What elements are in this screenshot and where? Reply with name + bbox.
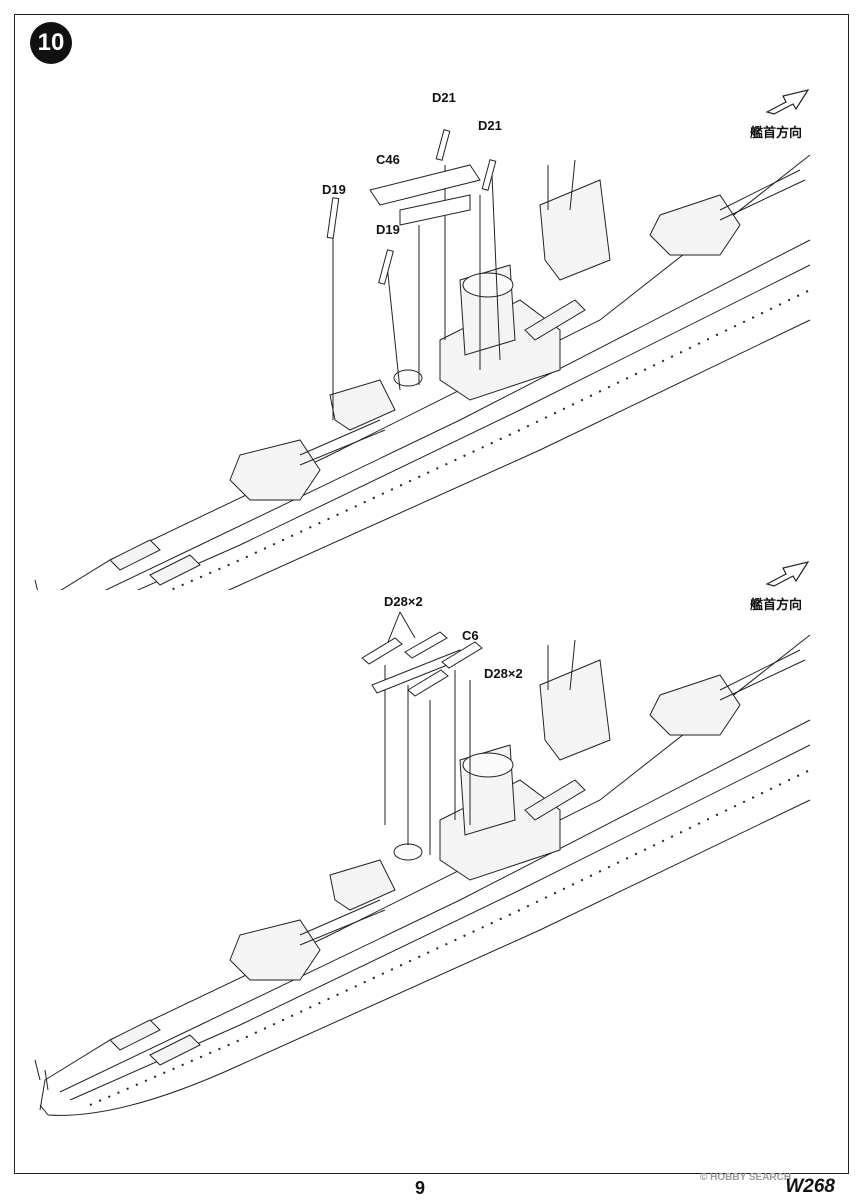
- part-label-d21-left: D21: [432, 90, 456, 105]
- step-number: 10: [37, 29, 65, 56]
- model-code: W268: [785, 1176, 835, 1197]
- part-label-c6: C6: [462, 628, 479, 643]
- part-label-d28-top: D28×2: [384, 594, 423, 609]
- bow-direction-label-bottom: 艦首方向: [750, 597, 803, 612]
- step-number-badge: 10: [30, 22, 72, 64]
- watermark: © HOBBY SEARCH: [700, 1172, 792, 1183]
- part-label-d21-right: D21: [478, 118, 502, 133]
- bow-direction-arrow-bottom: [765, 561, 810, 587]
- page-frame: [14, 14, 849, 1174]
- part-label-d28-right: D28×2: [484, 666, 523, 681]
- page-number: 9: [415, 1178, 426, 1198]
- ship-diagram-top: [34, 129, 811, 590]
- bow-direction-label-top: 艦首方向: [750, 125, 803, 140]
- ship-diagram-bottom: [34, 611, 811, 1116]
- part-label-c46: C46: [376, 152, 400, 167]
- bow-direction-arrow-top: [765, 89, 810, 115]
- part-label-d19-right: D19: [376, 222, 400, 237]
- part-label-d19-left: D19: [322, 182, 346, 197]
